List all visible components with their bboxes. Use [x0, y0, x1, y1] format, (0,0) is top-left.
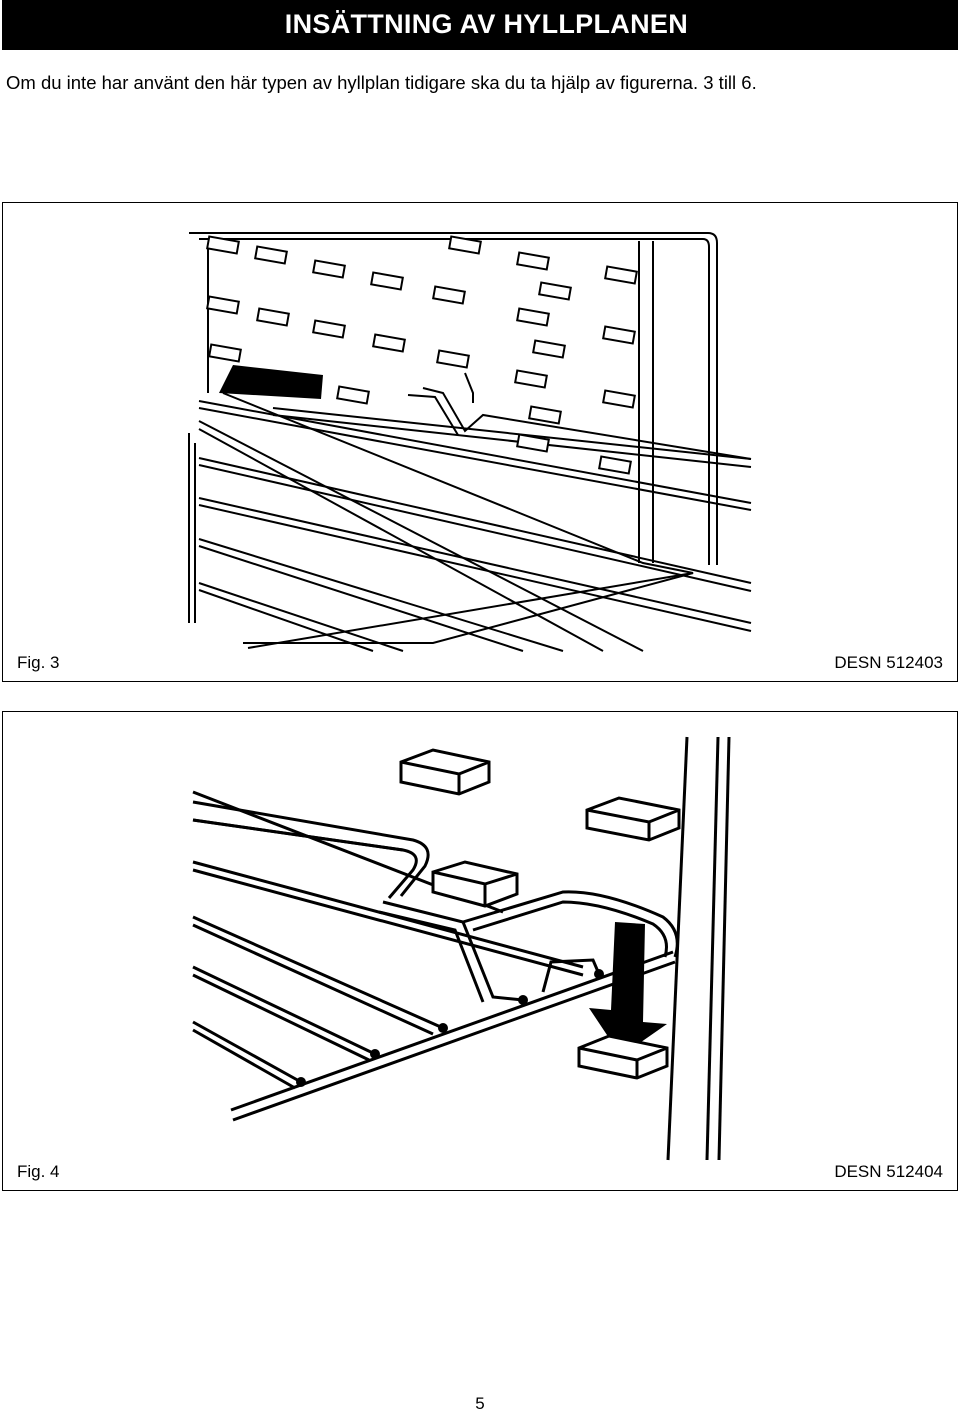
page-number: 5	[475, 1394, 485, 1413]
figure-4-illustration	[192, 736, 731, 1161]
intro-text: Om du inte har använt den här typen av h…	[6, 72, 757, 93]
figure-3: Fig. 3 DESN 512403	[2, 202, 958, 682]
figure-reference: DESN 512404	[834, 1162, 943, 1181]
figure-reference: DESN 512403	[834, 653, 943, 672]
figure-label: Fig. 3	[17, 653, 60, 672]
figure-3-illustration	[188, 232, 752, 652]
header-bar: INSÄTTNING AV HYLLPLANEN	[2, 0, 958, 50]
page-title: INSÄTTNING AV HYLLPLANEN	[284, 9, 688, 39]
figure-4: Fig. 4 DESN 512404	[2, 711, 958, 1191]
figure-label: Fig. 4	[17, 1162, 60, 1181]
